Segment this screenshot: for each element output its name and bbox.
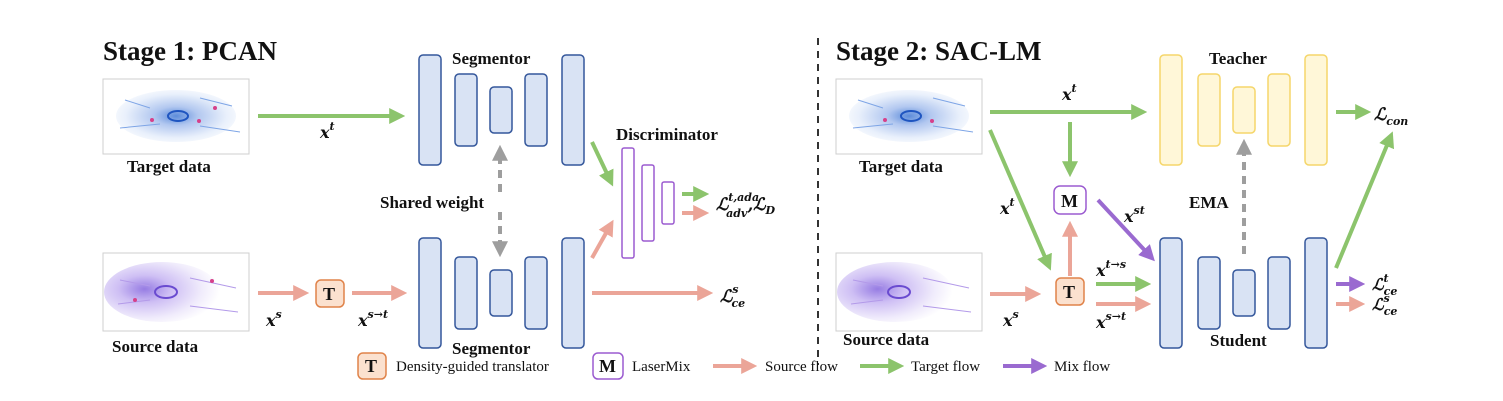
- stage2-xt-top-label: xt: [1061, 82, 1077, 104]
- stage2-target-label: Target data: [859, 157, 943, 176]
- svg-text:Source flow: Source flow: [765, 359, 838, 375]
- svg-text:T: T: [365, 356, 377, 376]
- legend-translator: T Density-guided translator: [357, 352, 549, 380]
- stage2-xs2t-label: xs→t: [1095, 310, 1126, 332]
- svg-text:LaserMix: LaserMix: [632, 359, 691, 375]
- stage1-segmentor-bottom: [418, 237, 585, 349]
- stage2-source-pointcloud-image: [835, 252, 983, 332]
- stage1-source-pointcloud-image: [102, 252, 250, 332]
- stage2-target-pointcloud-image: [835, 78, 983, 155]
- shared-weight-label: Shared weight: [380, 193, 484, 212]
- stage1-title: Stage 1: PCAN: [103, 36, 277, 66]
- stage1-segmentor-top: [418, 54, 585, 166]
- legend-lasermix: M LaserMix: [592, 352, 691, 380]
- teacher-label: Teacher: [1209, 49, 1267, 68]
- stage2-xt2s-label: xt→s: [1095, 258, 1126, 280]
- stage1-translator-box: T: [315, 279, 345, 308]
- svg-text:Target flow: Target flow: [911, 359, 980, 375]
- legend: T Density-guided translator M LaserMix S…: [357, 352, 1110, 380]
- stage1-source-label: Source data: [112, 337, 199, 356]
- stage2-translator-box: T: [1055, 277, 1085, 306]
- stage2-lasermix-box: M: [1053, 185, 1087, 215]
- stage1-xt-label: xt: [319, 120, 335, 142]
- stage2-target-to-translator-arrow: [988, 129, 1052, 271]
- discriminator-label: Discriminator: [616, 125, 718, 144]
- student-network: [1159, 237, 1328, 349]
- stage1-segmentor-bottom-label: Segmentor: [452, 339, 531, 358]
- stage2-mix-flow-arrow: [1096, 198, 1155, 262]
- stage1-xs-label: xs: [265, 308, 282, 330]
- svg-text:M: M: [1061, 191, 1078, 211]
- svg-text:M: M: [599, 356, 616, 376]
- stage2-xs-label: xs: [1002, 308, 1019, 330]
- loss-con-label: ℒcon: [1374, 105, 1408, 128]
- svg-text:T: T: [1063, 282, 1075, 302]
- stage1-target-label: Target data: [127, 157, 211, 176]
- stage1-target-to-disc-arrow: [590, 141, 614, 187]
- teacher-network: [1159, 54, 1328, 166]
- legend-mix-flow: Mix flow: [1003, 358, 1110, 375]
- stage2-source-label: Source data: [843, 330, 930, 349]
- legend-target-flow: Target flow: [860, 358, 980, 375]
- stage1-source-to-disc-arrow: [590, 219, 614, 259]
- stage2-xst-label: xst: [1123, 204, 1145, 226]
- svg-text:Density-guided translator: Density-guided translator: [396, 359, 549, 375]
- ema-label: EMA: [1189, 193, 1229, 212]
- stage1-xs2t-label: xs→t: [357, 308, 388, 330]
- stage2-title: Stage 2: SAC-LM: [836, 36, 1041, 66]
- stage1-target-pointcloud-image: [102, 78, 250, 155]
- svg-text:Mix flow: Mix flow: [1054, 359, 1110, 375]
- stage1-segmentor-top-label: Segmentor: [452, 49, 531, 68]
- svg-text:T: T: [323, 284, 335, 304]
- student-label: Student: [1210, 331, 1267, 350]
- discriminator: [621, 147, 675, 259]
- stage2-xt-left-label: xt: [999, 196, 1015, 218]
- student-to-loss-con-arrow: [1334, 131, 1395, 269]
- legend-source-flow: Source flow: [713, 358, 838, 375]
